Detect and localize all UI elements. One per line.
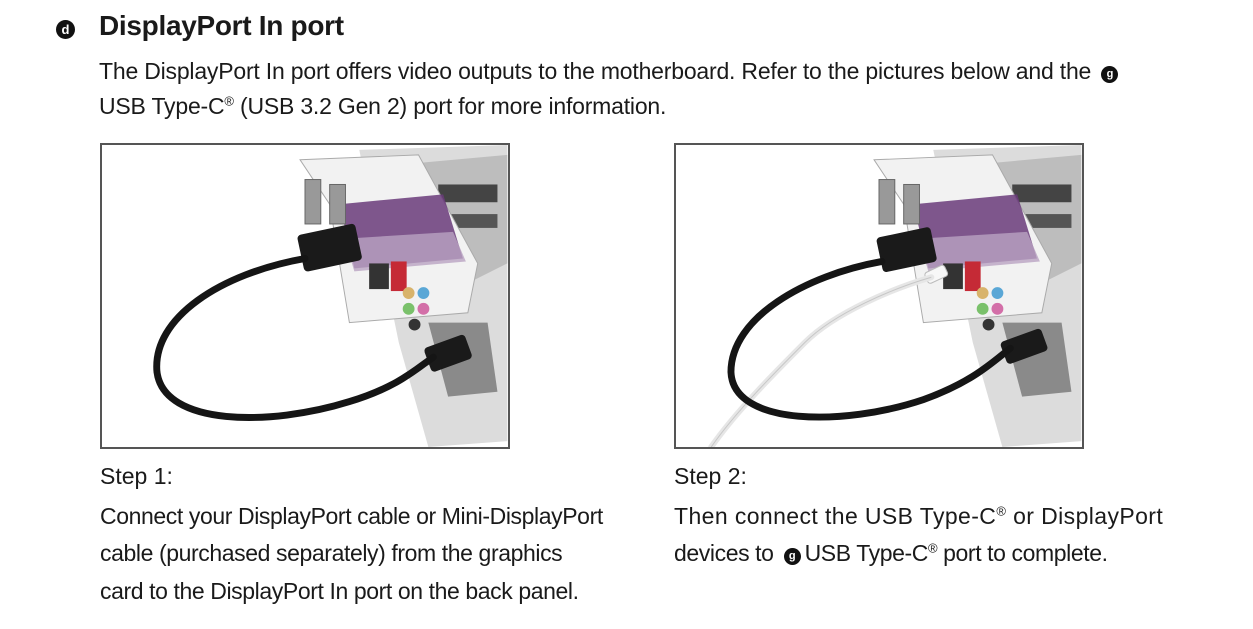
step2-text-a: Then connect the USB Type-C xyxy=(674,503,997,529)
step2-text-usbc: USB Type-C xyxy=(804,540,929,566)
step2-text-c: devices to xyxy=(674,540,774,566)
step2-photo xyxy=(674,143,1084,449)
step2-text-end: port to complete. xyxy=(937,540,1108,566)
reference-marker-icon: g xyxy=(1101,66,1119,83)
reference-marker-icon: g xyxy=(783,548,801,565)
intro-text-usbc: USB Type-C xyxy=(99,93,225,119)
step2-text-b: or DisplayPort xyxy=(1006,503,1164,529)
registered-mark: ® xyxy=(927,540,938,556)
registered-mark: ® xyxy=(996,503,1007,519)
section-title: DisplayPort In port xyxy=(99,10,344,41)
motherboard-displayport-usbc-cable-photo xyxy=(708,145,1082,447)
step1-photo xyxy=(100,143,510,449)
intro-paragraph-line1: The DisplayPort In port offers video out… xyxy=(99,58,1122,85)
step1-line2: cable (purchased separately) from the gr… xyxy=(100,540,563,566)
intro-paragraph-line2: USB Type-C® (USB 3.2 Gen 2) port for mor… xyxy=(99,93,666,120)
step1-line3: card to the DisplayPort In port on the b… xyxy=(100,578,579,604)
motherboard-displayport-cable-photo xyxy=(153,145,508,447)
intro-text-end: (USB 3.2 Gen 2) port for more informatio… xyxy=(233,93,667,119)
registered-mark: ® xyxy=(224,93,234,109)
step2-line1: Then connect the USB Type-C® or DisplayP… xyxy=(674,503,1163,530)
step2-title: Step 2: xyxy=(674,463,747,489)
intro-text: The DisplayPort In port offers video out… xyxy=(99,58,1092,84)
step1-line1: Connect your DisplayPort cable or Mini-D… xyxy=(100,503,603,529)
step1-title: Step 1: xyxy=(100,463,173,489)
section-marker-icon: d xyxy=(56,20,75,39)
